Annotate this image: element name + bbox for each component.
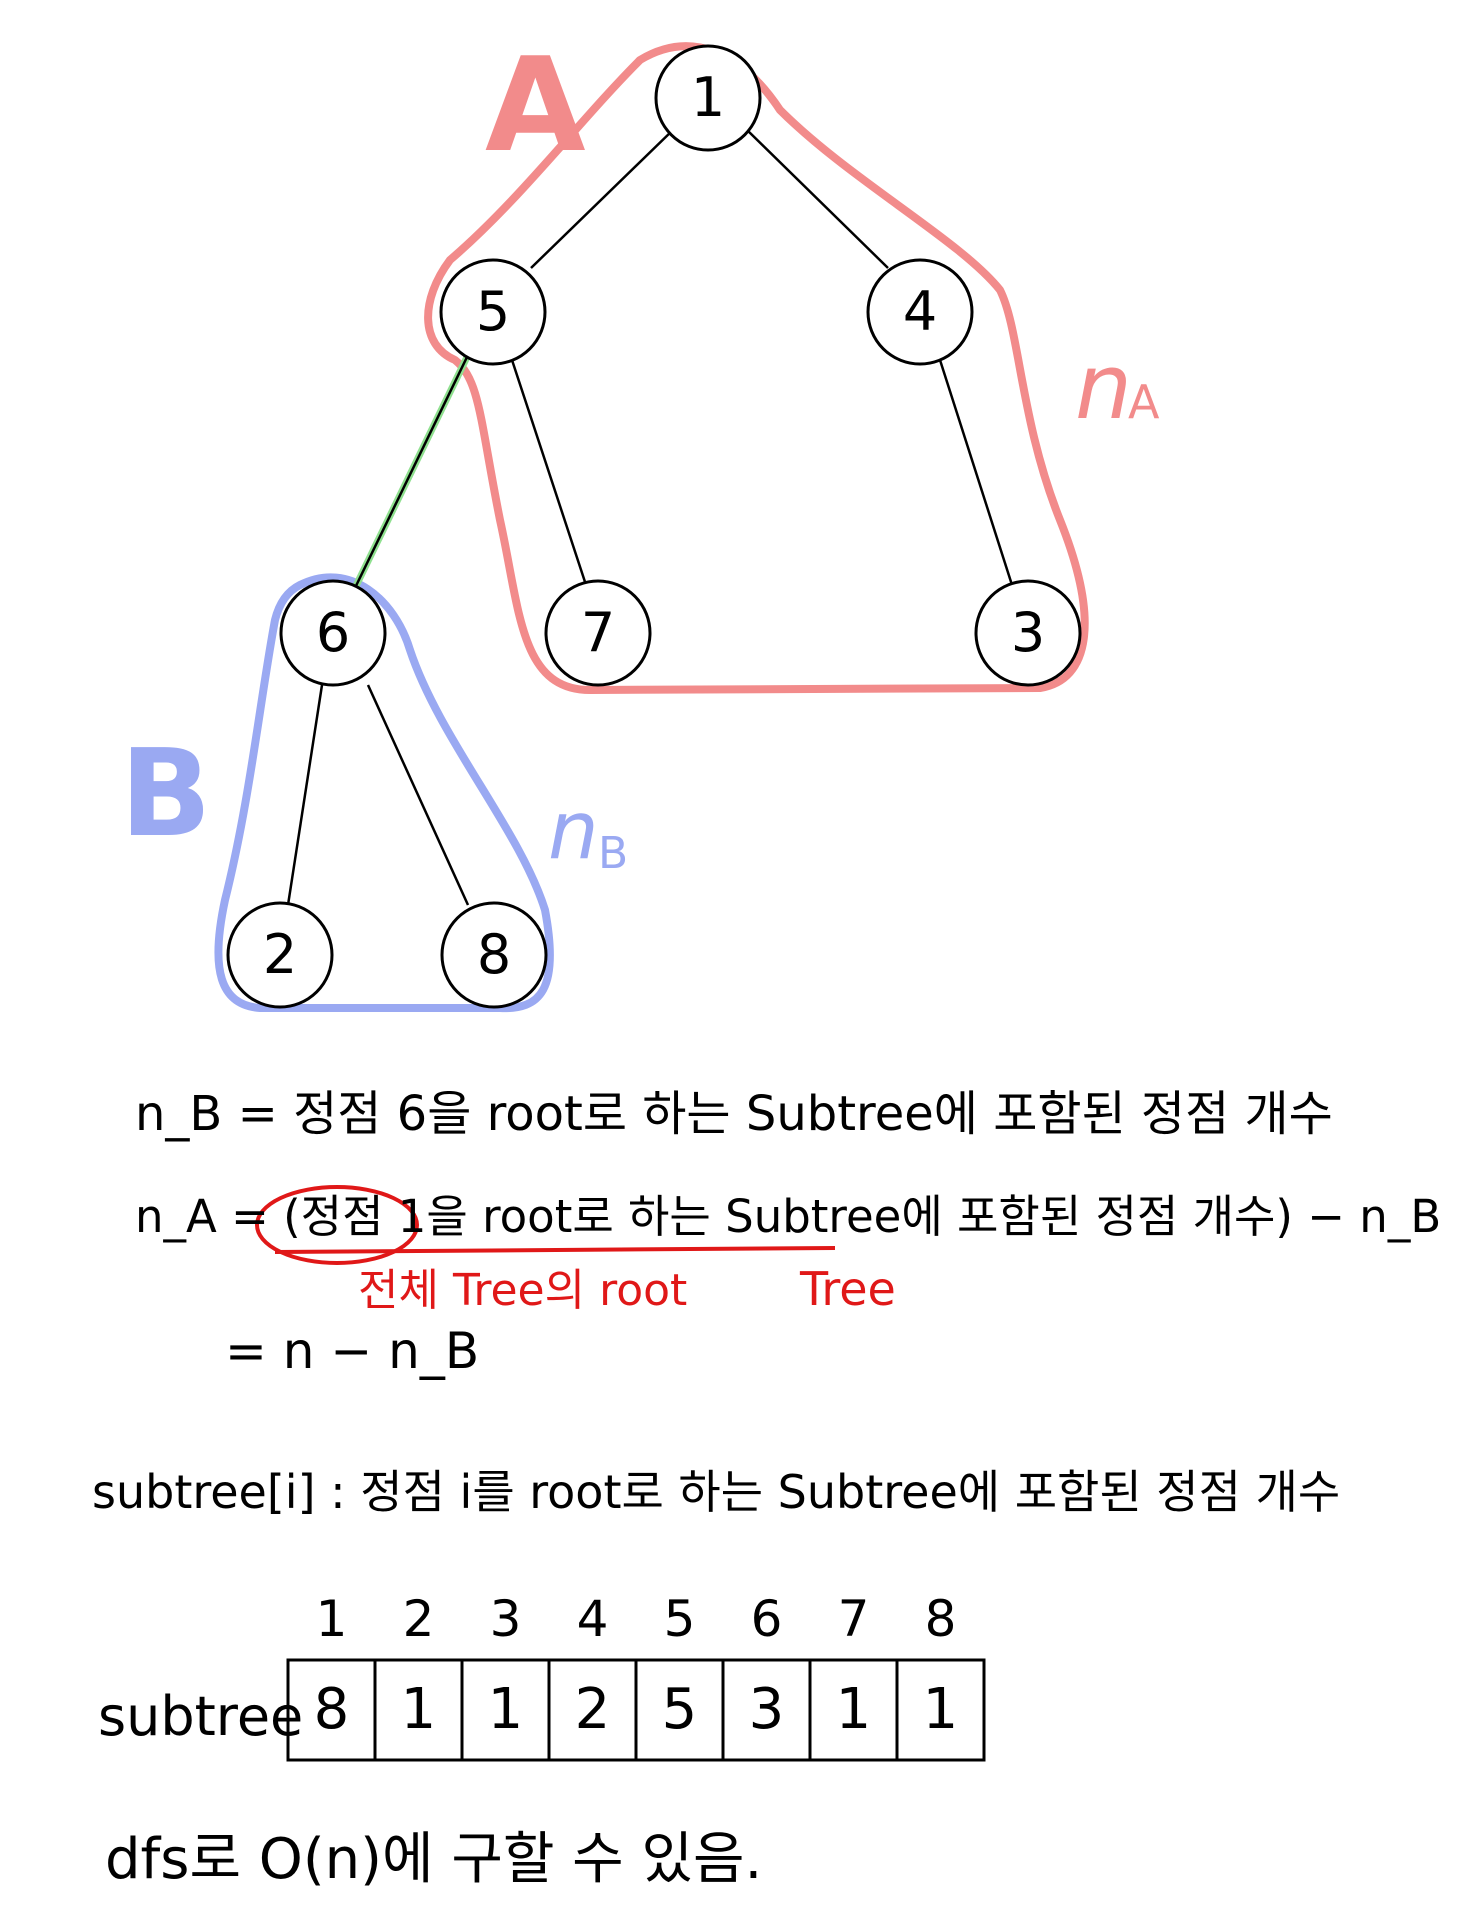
subtree-definition: subtree[i] : 정점 i를 root로 하는 Subtree에 포함된…: [92, 1465, 1340, 1519]
table-index-1: 1: [316, 1590, 348, 1648]
node-1: 1: [654, 44, 762, 152]
table-index-5: 5: [664, 1590, 696, 1648]
table-row-label: subtree: [98, 1685, 303, 1748]
edge-5-6: [352, 354, 470, 591]
table-value-6: 3: [749, 1677, 785, 1742]
edge-6-8: [366, 684, 470, 906]
table-index-4: 4: [577, 1590, 609, 1648]
table-value-7: 1: [836, 1677, 872, 1742]
node-4: 4: [866, 258, 974, 366]
edge-4-3: [938, 359, 1014, 586]
table-value-4: 2: [575, 1677, 611, 1742]
node-label: 6: [316, 601, 350, 664]
formula-n-b: n_B = 정점 6을 root로 하는 Subtree에 포함된 정점 개수: [135, 1086, 1333, 1142]
table-index-8: 8: [925, 1590, 957, 1648]
table-value-5: 5: [662, 1677, 698, 1742]
table-value-1: 8: [314, 1677, 350, 1742]
node-5: 5: [439, 258, 547, 366]
edge-6-2: [286, 684, 324, 906]
n-a-label: n A: [1075, 335, 1160, 440]
node-3: 3: [974, 579, 1082, 687]
group-b-label: B: [120, 725, 211, 864]
formula-n-a: n_A = (정점 1을 root로 하는 Subtree에 포함된 정점 개수…: [135, 1190, 1441, 1243]
edge-5-7: [510, 359, 588, 586]
node-2: 2: [226, 901, 334, 1009]
table-index-3: 3: [490, 1590, 522, 1648]
edge-1-4: [744, 127, 889, 269]
dfs-note: dfs로 O(n)에 구할 수 있음.: [105, 1827, 762, 1892]
svg-text:B: B: [598, 828, 628, 879]
root-circle-annotation: [255, 1185, 419, 1265]
group-a-outline: [424, 42, 1089, 694]
group-a-label: A: [485, 29, 586, 181]
node-label: 8: [477, 923, 511, 986]
table-value-2: 1: [401, 1677, 437, 1742]
node-label: 4: [903, 280, 937, 343]
table-index-2: 2: [403, 1590, 435, 1648]
edge-1-5: [530, 127, 676, 269]
svg-text:n: n: [1075, 335, 1132, 440]
node-7: 7: [544, 579, 652, 687]
node-label: 2: [263, 923, 297, 986]
svg-text:n: n: [548, 784, 599, 877]
n-b-label: n B: [548, 784, 628, 879]
table-value-8: 1: [923, 1677, 959, 1742]
node-label: 5: [476, 280, 510, 343]
annotation-tree: Tree: [799, 1262, 896, 1316]
node-label: 1: [691, 66, 725, 129]
node-8: 8: [440, 901, 548, 1009]
table-value-3: 1: [488, 1677, 524, 1742]
formula-n-minus-n-b: = n − n_B: [225, 1322, 479, 1380]
node-label: 7: [581, 601, 615, 664]
group-b-outline: [214, 573, 554, 1013]
underline-annotation: [274, 1246, 836, 1254]
node-6: 6: [279, 579, 387, 687]
table-index-6: 6: [751, 1590, 783, 1648]
annotation-whole-tree-root: 전체 Tree의 root: [358, 1265, 687, 1316]
table-index-7: 7: [838, 1590, 870, 1648]
svg-text:A: A: [1128, 375, 1160, 429]
node-label: 3: [1011, 601, 1045, 664]
